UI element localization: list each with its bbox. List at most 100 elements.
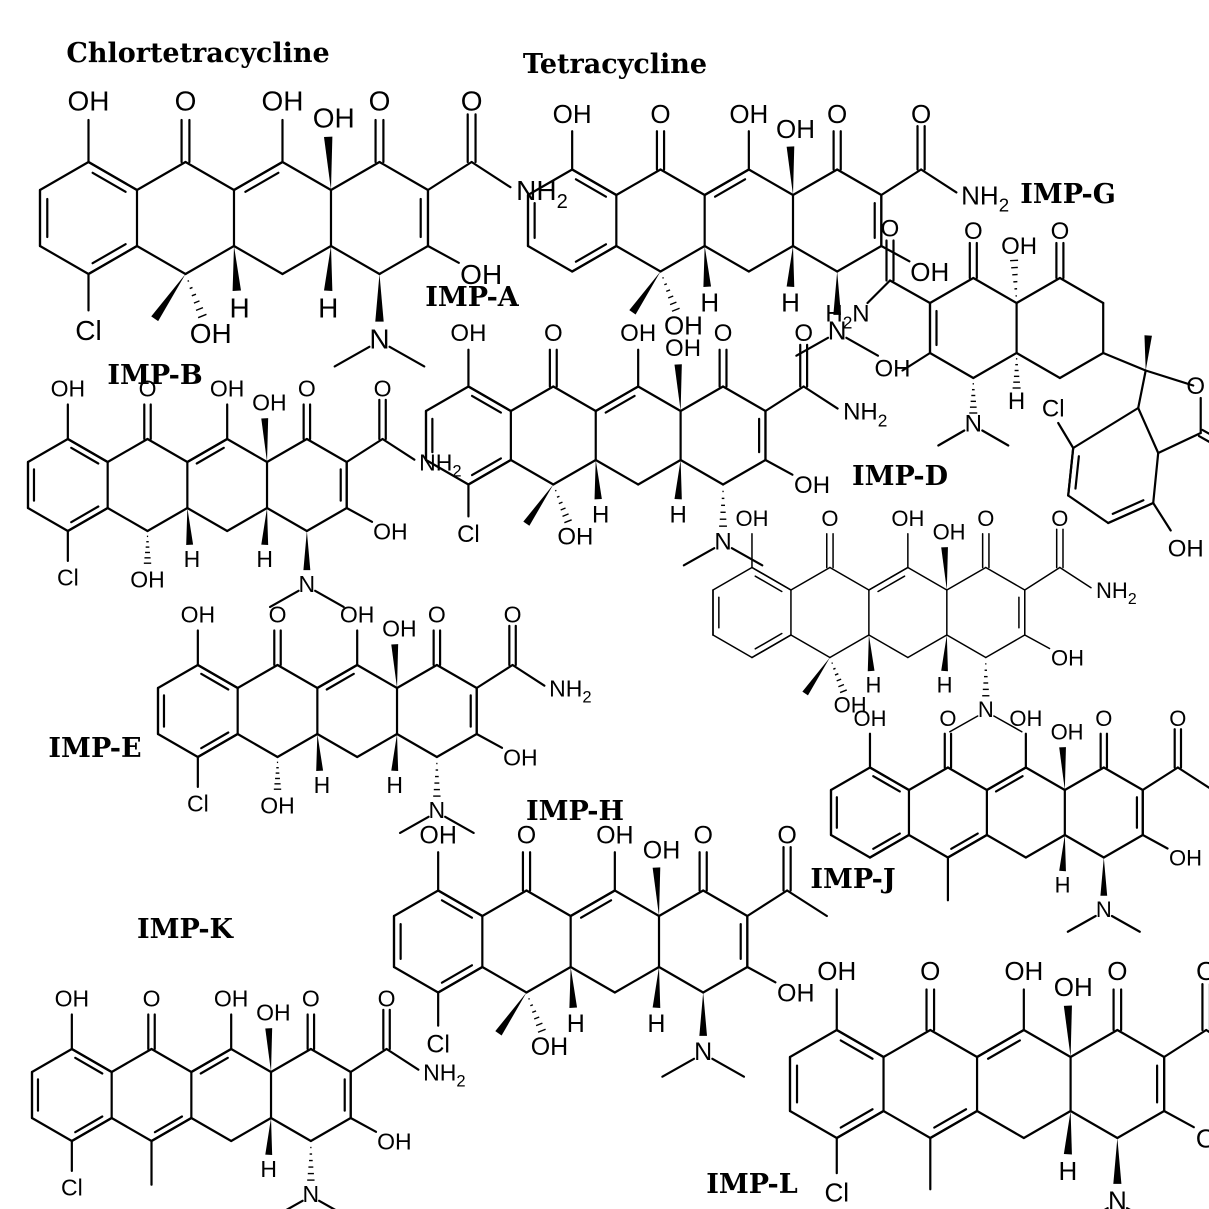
- wedge-bond: [703, 246, 712, 288]
- bond-line: [754, 575, 783, 593]
- bond-line: [574, 243, 608, 263]
- bond-line: [199, 1056, 229, 1075]
- atom-label: N: [1096, 897, 1112, 922]
- bond-line: [993, 715, 1023, 733]
- bond-line: [26, 506, 69, 533]
- atom-label: O: [911, 99, 931, 129]
- atom-label: H: [1055, 872, 1071, 897]
- bond-line: [309, 1116, 352, 1143]
- bond-line: [333, 345, 371, 368]
- bond-line: [985, 833, 1027, 859]
- atom-label: O: [977, 506, 994, 531]
- atom-label: OH: [419, 821, 457, 849]
- bond-line: [146, 437, 189, 464]
- bond-line: [146, 506, 189, 533]
- atom-label: O: [920, 956, 940, 986]
- atom-label: OH: [553, 99, 592, 129]
- bond-line: [711, 1057, 746, 1078]
- bond-line: [946, 766, 988, 792]
- atom-label: OH: [776, 114, 815, 144]
- atom-label: O: [1051, 218, 1070, 245]
- bond-line: [1152, 501, 1172, 532]
- bond-line: [972, 351, 1018, 380]
- bond-line: [929, 1109, 979, 1140]
- wedge-bond: [867, 635, 875, 672]
- bond-line: [1024, 766, 1066, 792]
- bond-line: [713, 178, 747, 198]
- bond-line: [426, 160, 473, 192]
- atom-label: OH: [1054, 972, 1093, 1002]
- bond-line: [437, 889, 484, 918]
- bond-line: [747, 168, 795, 197]
- atom-label: N: [828, 316, 847, 346]
- wedge-bond: [1100, 857, 1108, 896]
- bond-line: [1059, 566, 1092, 589]
- bond-line: [679, 385, 725, 413]
- atom-label: NH2: [419, 449, 461, 480]
- atom-label: OH: [910, 257, 949, 287]
- bond-line: [751, 634, 792, 659]
- atom-label: N: [1108, 1185, 1127, 1209]
- atom-label: N: [714, 528, 731, 555]
- bond-line: [349, 1047, 388, 1074]
- bond-line: [481, 889, 528, 918]
- atom-label: Cl: [75, 315, 101, 346]
- wedge-bond: [1144, 335, 1152, 371]
- atom-label: OH: [1196, 1123, 1209, 1153]
- atom-label: OH: [933, 519, 966, 544]
- bond-line: [91, 171, 127, 193]
- bond-line: [888, 279, 932, 305]
- atom-label: OH: [190, 318, 232, 349]
- bond-line: [437, 965, 484, 994]
- wedge-bond: [265, 1028, 273, 1072]
- atom-label: OH: [260, 793, 295, 819]
- bond-line: [70, 446, 100, 465]
- bond-line: [702, 889, 749, 918]
- atom-label: OH: [181, 602, 216, 628]
- bond-line: [1116, 1109, 1166, 1140]
- bond-line: [946, 566, 987, 591]
- bond-line: [509, 385, 555, 413]
- label-imp-b: IMP-B: [107, 360, 202, 391]
- bond-line: [226, 437, 269, 464]
- wedge-bond: [1063, 1111, 1072, 1155]
- bond-line: [196, 732, 239, 759]
- bond-line: [1111, 499, 1145, 515]
- atom-label: N: [429, 797, 446, 823]
- atom-label: N: [978, 697, 994, 722]
- bond-line: [395, 732, 438, 759]
- wedge-bond: [232, 246, 241, 292]
- bond-line: [637, 385, 682, 413]
- label-imp-a: IMP-A: [425, 282, 520, 313]
- atom-label: O: [777, 821, 796, 849]
- atom-label: O: [428, 602, 446, 628]
- atom-label: OH: [1009, 706, 1042, 731]
- bond-line: [877, 575, 906, 593]
- atom-label: O: [143, 986, 161, 1012]
- atom-label: NH2: [423, 1059, 465, 1090]
- bond-line: [872, 775, 901, 793]
- atom-label: O: [1051, 506, 1068, 531]
- bond-line: [470, 457, 502, 477]
- atom-label: OH: [382, 615, 417, 641]
- bond-line: [1141, 766, 1179, 792]
- atom-label: OH: [503, 744, 538, 770]
- wedge-bond: [1113, 1138, 1122, 1184]
- atom-label: OH: [67, 85, 109, 116]
- bond-line: [70, 505, 100, 524]
- bond-line: [604, 394, 636, 414]
- bond-line: [1067, 446, 1075, 497]
- atom-label: OH: [373, 518, 408, 544]
- bond-line: [281, 244, 333, 276]
- bond-line: [569, 889, 616, 918]
- hash-bond: [560, 507, 566, 511]
- bond-line: [244, 171, 280, 193]
- bond-line: [1110, 914, 1141, 933]
- bond-line: [946, 634, 987, 659]
- atom-label: H: [260, 1156, 277, 1182]
- bond-line: [679, 458, 725, 486]
- bond-line: [110, 1047, 153, 1074]
- atom-label: O: [1169, 706, 1186, 731]
- hash-bond: [665, 289, 671, 293]
